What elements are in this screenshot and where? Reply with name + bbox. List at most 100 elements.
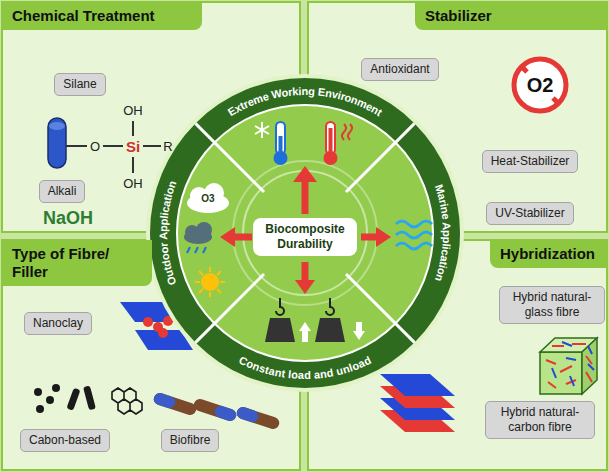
panel-heading: Stabilizer [415, 2, 607, 30]
particle-dot [158, 328, 168, 338]
cylinder-top [49, 122, 65, 130]
fibre-capsule-half [235, 405, 260, 423]
ring-label-path: Extreme Working Environment [226, 85, 385, 118]
formula-label: NaOH [43, 209, 93, 227]
panel-heading: Type of Fibre/ Filler [2, 240, 152, 286]
snowflake [255, 122, 269, 138]
no-oxygen-symbol [514, 59, 566, 111]
fibre-capsule-half [152, 391, 177, 409]
thermometer-column [279, 136, 283, 154]
box-label: Alkali [48, 184, 77, 199]
ring-label: Outdoor Application [157, 179, 179, 287]
sector-dividers [195, 123, 414, 342]
cold-thermometer [276, 122, 285, 154]
fibre-capsule-half [213, 404, 238, 422]
ring-label: Constant load and unload [237, 354, 373, 381]
biofibre-figure [152, 391, 281, 430]
box-label: Biofibre [170, 433, 211, 448]
formula-label: O3 [201, 194, 214, 204]
formula-label: O [90, 140, 100, 153]
wheel-disc [177, 105, 433, 361]
formula-label: OH [123, 104, 143, 117]
formula-label: OH [123, 177, 143, 190]
box-label: Silane [63, 77, 96, 92]
box-label: Hybrid natural-carbon fibre [494, 405, 586, 435]
panel-heading: Hybridization [490, 240, 607, 268]
load-weight [315, 318, 345, 342]
natural-fibres [552, 342, 594, 386]
direction-arrows [220, 166, 391, 294]
arrow-shaft [302, 180, 309, 214]
rain-drops [187, 247, 206, 253]
ring-label-path: Marine Application [433, 183, 453, 283]
item-box: Biofibre [161, 429, 220, 452]
arrow-head [293, 166, 317, 182]
unload-arrow-down [353, 331, 365, 340]
unload-arrow-shaft [356, 322, 362, 332]
silane-structure [48, 118, 161, 173]
fibre-capsule [192, 397, 238, 422]
hybrid-cube [540, 338, 597, 394]
particle-dot [143, 317, 153, 327]
arrow-head [220, 227, 235, 247]
arrow-head [295, 280, 315, 294]
box-label: Heat-Stabilizer [491, 154, 570, 169]
wheel-ring [150, 78, 460, 388]
durability-wheel [146, 74, 464, 392]
carbon-dot [36, 405, 44, 413]
carbon-dot [46, 396, 54, 404]
load-arrow-shaft [302, 330, 308, 342]
sea-waves [396, 221, 432, 249]
box-label: Biocomposite Durability [257, 222, 353, 252]
category-panel: HybridizationHybrid natural-glass fibreH… [308, 240, 607, 470]
weather-icons [184, 183, 229, 297]
sun [201, 273, 219, 291]
carbon-dot [34, 388, 42, 396]
center-box: Biocomposite Durability [253, 218, 357, 256]
item-box: UV-Stabilizer [486, 202, 573, 225]
arrow-shaft [302, 262, 309, 282]
carbon-rod [83, 385, 96, 410]
ring-label-path: Constant load and unload [237, 354, 373, 381]
box-label: Antioxidant [370, 62, 429, 77]
panel-heading: Chemical Treatment [2, 2, 202, 30]
arrow-shaft [361, 234, 378, 241]
category-panel: StabilizerAntioxidantHeat-StabilizerUV-S… [308, 2, 607, 232]
laminate-ply [380, 374, 455, 396]
wheel-halo [146, 74, 464, 392]
item-box: Antioxidant [361, 58, 438, 81]
carbon-figure [34, 384, 142, 414]
load-arrow-up [299, 322, 311, 331]
category-panel: Type of Fibre/ FillerNanoclayCabon-based… [2, 240, 300, 470]
load-icons [265, 298, 365, 342]
fibre-cylinder [48, 118, 66, 168]
box-label: Nanoclay [33, 316, 83, 331]
item-box: Heat-Stabilizer [482, 150, 579, 173]
arrow-head [376, 227, 391, 247]
prohibition-slash [522, 67, 558, 103]
arrow-shaft [233, 234, 252, 241]
item-box: Alkali [39, 180, 86, 203]
sun-rays [195, 267, 225, 297]
item-box: Nanoclay [24, 312, 92, 335]
temperature-icons [255, 122, 352, 165]
glass-fibres [546, 344, 592, 388]
item-box: Cabon-based [20, 429, 110, 452]
box-label: UV-Stabilizer [495, 206, 564, 221]
load-weight [265, 318, 295, 342]
item-box: Hybrid natural-glass fibre [499, 286, 605, 324]
carbon-rod [66, 388, 80, 411]
ring-label-path: Outdoor Application [157, 179, 179, 287]
crane-hook [276, 298, 334, 315]
item-box: Silane [54, 73, 105, 96]
ring-label: Marine Application [433, 183, 453, 283]
rain-cloud [196, 222, 212, 238]
prohibition-ring [514, 59, 566, 111]
item-box: Hybrid natural-carbon fibre [485, 401, 595, 439]
box-label: Cabon-based [29, 433, 101, 448]
fibre-capsule [152, 391, 198, 416]
box-label: Hybrid natural-glass fibre [508, 290, 596, 320]
category-panel: Chemical TreatmentSilaneAlkali [2, 2, 300, 232]
